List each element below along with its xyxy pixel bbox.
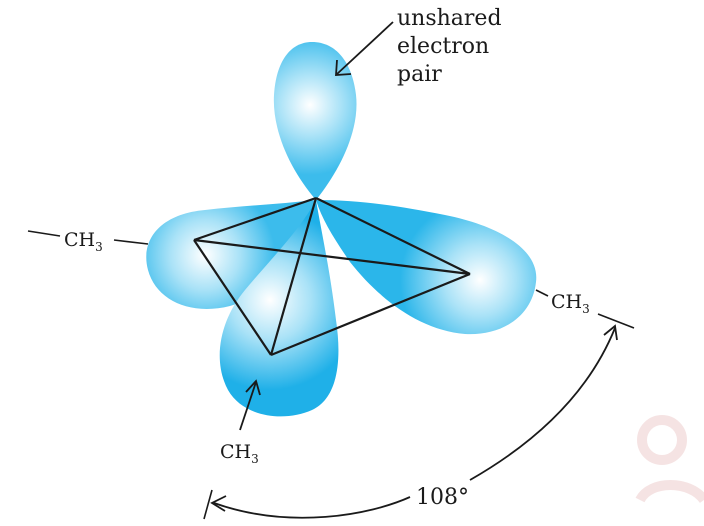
right-methyl-orbital-lobe (316, 200, 537, 335)
lone-pair-label-line1: unshared (397, 6, 502, 31)
bond-edge (315, 197, 471, 275)
left-methyl-label-ch: CH (64, 229, 95, 251)
bottom-methyl-pointer-arrow (239, 379, 261, 431)
angle-arrowhead-left (210, 495, 227, 512)
tetrahedron-framework (193, 196, 471, 357)
bottom-methyl-label: CH3 (220, 441, 259, 466)
right-methyl-bond-line (535, 289, 549, 297)
angle-arrowhead-right (603, 324, 618, 341)
right-methyl-label: CH3 (551, 291, 590, 316)
bond-angle-label: 108° (416, 485, 469, 510)
right-methyl-label-ch: CH (551, 291, 582, 313)
lone-pair-orbital-lobe (273, 42, 357, 200)
bond-edge (193, 196, 317, 242)
left-methyl-bond-line-outer (27, 230, 61, 237)
bottom-methyl-label-subscript: 3 (251, 452, 259, 466)
left-methyl-orbital-lobe (146, 200, 316, 309)
right-angle-reference-line (597, 313, 635, 329)
bottom-angle-reference-line (203, 489, 213, 520)
lone-pair-pointer-arrow (335, 21, 394, 76)
bond-edge (270, 272, 471, 357)
right-methyl-label-subscript: 3 (582, 302, 590, 316)
watermark-logo (635, 415, 704, 504)
bond-edge (193, 239, 272, 356)
lone-pair-label-line3: pair (397, 62, 442, 87)
left-methyl-bond-line-inner (113, 239, 149, 245)
bond-edge (193, 238, 471, 276)
left-methyl-label-subscript: 3 (95, 240, 103, 254)
bottom-methyl-label-ch: CH (220, 441, 251, 463)
bond-edge (269, 197, 318, 356)
lone-pair-label-line2: electron (397, 34, 489, 59)
bond-angle-arc (210, 324, 618, 519)
left-methyl-label: CH3 (64, 229, 103, 254)
